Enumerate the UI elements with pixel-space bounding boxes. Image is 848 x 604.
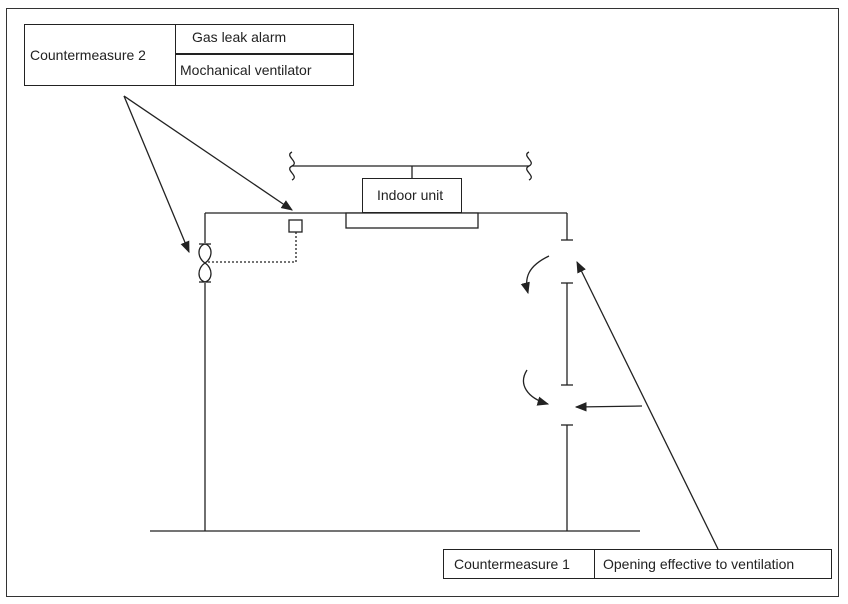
indoor-unit-label: Indoor unit xyxy=(377,187,444,203)
countermeasure-2-row-divider xyxy=(175,53,353,55)
pointer-to-sensor xyxy=(123,95,293,211)
opening-effective-label: Opening effective to ventilation xyxy=(603,556,795,572)
airflow-arrow-upper xyxy=(520,255,550,295)
pointer-to-fan xyxy=(123,95,190,254)
indoor-unit-panel xyxy=(345,212,479,229)
diagram-frame xyxy=(6,8,839,597)
countermeasure-2-label: Countermeasure 2 xyxy=(30,47,146,63)
countermeasure-1-divider xyxy=(594,550,596,578)
sensor-wire xyxy=(208,232,297,263)
pointer-to-upper-opening xyxy=(576,260,719,550)
mechanical-ventilator-fan xyxy=(198,243,212,283)
countermeasure-2-divider xyxy=(175,25,177,85)
gas-leak-alarm-sensor xyxy=(288,219,303,233)
countermeasure-2-table: Countermeasure 2 Gas leak alarm Mochanic… xyxy=(24,24,354,86)
pointer-to-lower-opening xyxy=(574,402,643,412)
gas-leak-alarm-label: Gas leak alarm xyxy=(192,29,287,45)
countermeasure-1-label: Countermeasure 1 xyxy=(454,556,570,572)
countermeasure-1-table: Countermeasure 1 Opening effective to ve… xyxy=(443,549,832,579)
airflow-arrow-lower xyxy=(522,369,550,406)
mechanical-ventilator-label: Mochanical ventilator xyxy=(180,62,312,78)
indoor-unit-box: Indoor unit xyxy=(362,178,462,213)
